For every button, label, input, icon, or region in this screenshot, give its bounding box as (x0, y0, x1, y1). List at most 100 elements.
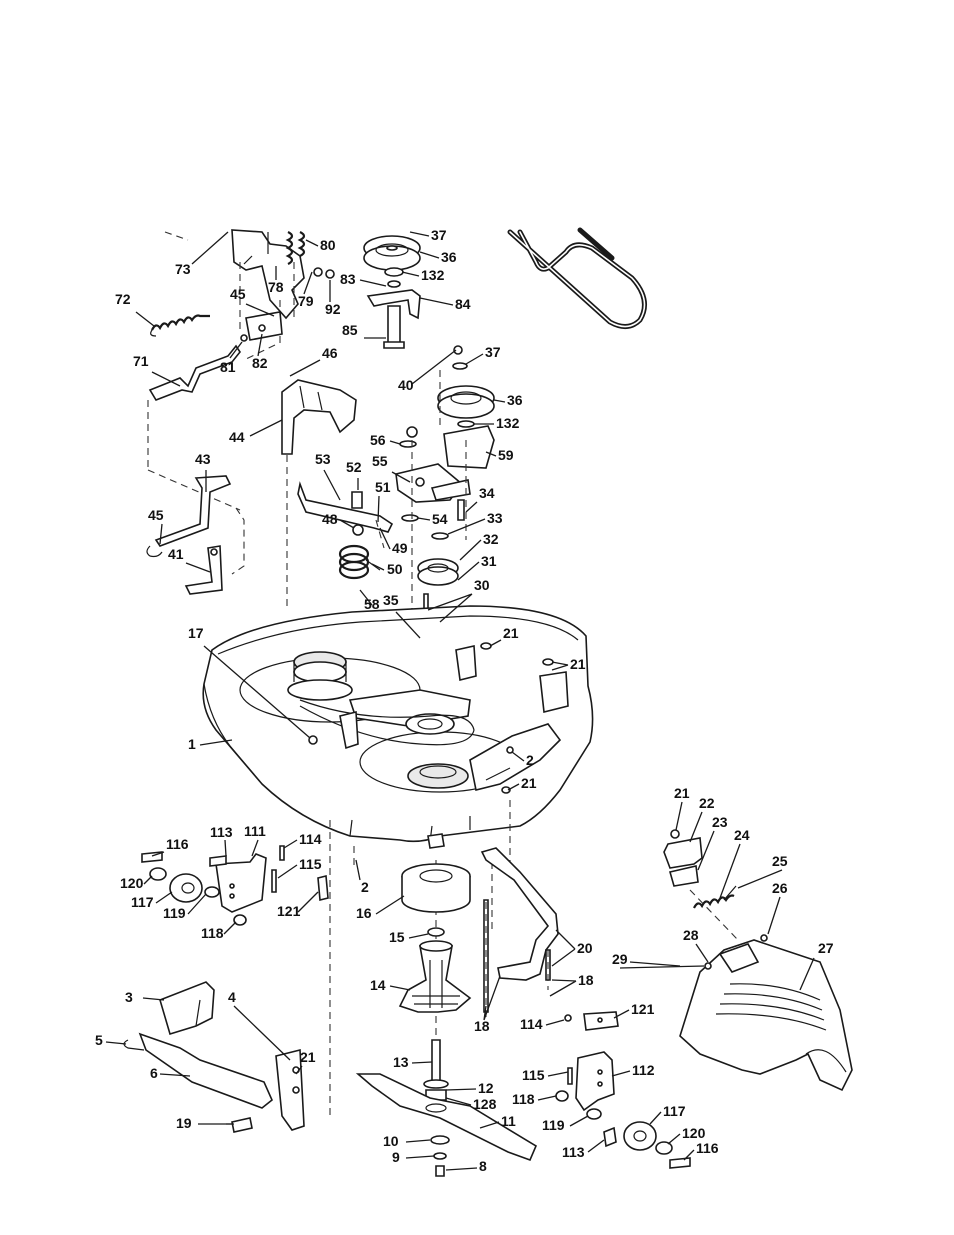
part-label-119: 119 (542, 1117, 565, 1133)
part-label-9: 9 (392, 1149, 400, 1165)
part-label-85: 85 (342, 322, 358, 338)
part-label-14: 14 (370, 977, 386, 993)
discharge-bracket (663, 829, 768, 942)
anti-scalp-wheel-left (141, 820, 331, 1120)
part-label-34: 34 (479, 485, 495, 501)
lift-link-43 (146, 475, 245, 595)
bracket-82 (240, 311, 283, 342)
part-label-53: 53 (315, 451, 331, 467)
part-label-21: 21 (674, 785, 690, 801)
part-label-121: 121 (277, 903, 301, 919)
part-label-13: 13 (393, 1054, 409, 1070)
part-label-18: 18 (474, 1018, 490, 1034)
part-label-23: 23 (712, 814, 728, 830)
leader-lines (105, 231, 815, 1171)
part-label-28: 28 (683, 927, 699, 943)
part-label-73: 73 (175, 261, 191, 277)
part-label-51: 51 (375, 479, 391, 495)
part-label-8: 8 (479, 1158, 487, 1174)
part-label-117: 117 (131, 894, 154, 910)
part-label-112: 112 (632, 1062, 655, 1078)
part-label-114: 114 (520, 1016, 543, 1032)
part-label-45: 45 (148, 507, 164, 523)
part-label-48: 48 (322, 511, 338, 527)
part-label-35: 35 (383, 592, 399, 608)
part-label-81: 81 (220, 359, 236, 375)
part-label-82: 82 (252, 355, 268, 371)
part-label-52: 52 (346, 459, 362, 475)
part-label-117: 117 (663, 1103, 686, 1119)
part-label-22: 22 (699, 795, 715, 811)
part-label-44: 44 (229, 429, 245, 445)
part-label-41: 41 (168, 546, 184, 562)
part-label-118: 118 (512, 1091, 535, 1107)
drive-belt (507, 227, 647, 329)
part-label-120: 120 (682, 1125, 706, 1141)
part-label-18: 18 (578, 972, 594, 988)
part-label-2: 2 (526, 752, 534, 768)
part-label-92: 92 (325, 301, 341, 317)
part-label-78: 78 (268, 279, 284, 295)
part-label-49: 49 (392, 540, 408, 556)
lift-rod-71 (147, 344, 241, 511)
spring-72 (150, 314, 210, 337)
part-label-36: 36 (507, 392, 523, 408)
part-label-19: 19 (176, 1115, 192, 1131)
part-label-54: 54 (432, 511, 448, 527)
part-label-33: 33 (487, 510, 503, 526)
part-label-30: 30 (474, 577, 490, 593)
part-label-15: 15 (389, 929, 405, 945)
part-label-21: 21 (300, 1049, 316, 1065)
part-label-40: 40 (398, 377, 414, 393)
part-label-2: 2 (361, 879, 369, 895)
part-label-12: 12 (478, 1080, 494, 1096)
part-label-1: 1 (188, 736, 196, 752)
part-label-36: 36 (441, 249, 457, 265)
part-label-121: 121 (631, 1001, 655, 1017)
part-label-21: 21 (503, 625, 519, 641)
part-label-37: 37 (485, 344, 501, 360)
part-label-17: 17 (188, 625, 204, 641)
part-label-29: 29 (612, 951, 628, 967)
idler-arm-53 (297, 481, 394, 580)
part-label-113: 113 (210, 824, 233, 840)
part-label-59: 59 (498, 447, 514, 463)
part-label-31: 31 (481, 553, 497, 569)
part-label-24: 24 (734, 827, 750, 843)
part-label-43: 43 (195, 451, 211, 467)
pulley-36-top (363, 235, 421, 349)
part-label-79: 79 (298, 293, 314, 309)
part-label-132: 132 (496, 415, 520, 431)
part-label-20: 20 (577, 940, 593, 956)
part-label-114: 114 (299, 831, 322, 847)
part-label-113: 113 (562, 1144, 585, 1160)
part-label-116: 116 (166, 836, 189, 852)
part-label-46: 46 (322, 345, 338, 361)
part-label-11: 11 (501, 1113, 516, 1129)
part-label-116: 116 (696, 1140, 719, 1156)
part-label-115: 115 (522, 1067, 545, 1083)
part-label-72: 72 (115, 291, 131, 307)
part-label-84: 84 (455, 296, 471, 312)
part-label-83: 83 (340, 271, 356, 287)
anti-scalp-wheel-right (555, 1011, 691, 1169)
part-label-3: 3 (125, 989, 133, 1005)
part-label-55: 55 (372, 453, 388, 469)
part-label-10: 10 (383, 1133, 399, 1149)
spindle-assembly (353, 800, 538, 1177)
part-label-58: 58 (364, 596, 380, 612)
part-label-26: 26 (772, 880, 788, 896)
part-label-115: 115 (299, 856, 322, 872)
part-label-118: 118 (201, 925, 224, 941)
part-label-32: 32 (483, 531, 499, 547)
part-label-56: 56 (370, 432, 386, 448)
part-label-128: 128 (473, 1096, 497, 1112)
part-label-21: 21 (570, 656, 586, 672)
part-label-16: 16 (356, 905, 372, 921)
part-label-25: 25 (772, 853, 788, 869)
part-label-27: 27 (818, 940, 834, 956)
part-label-120: 120 (120, 875, 144, 891)
lift-linkage-upper (164, 229, 335, 361)
